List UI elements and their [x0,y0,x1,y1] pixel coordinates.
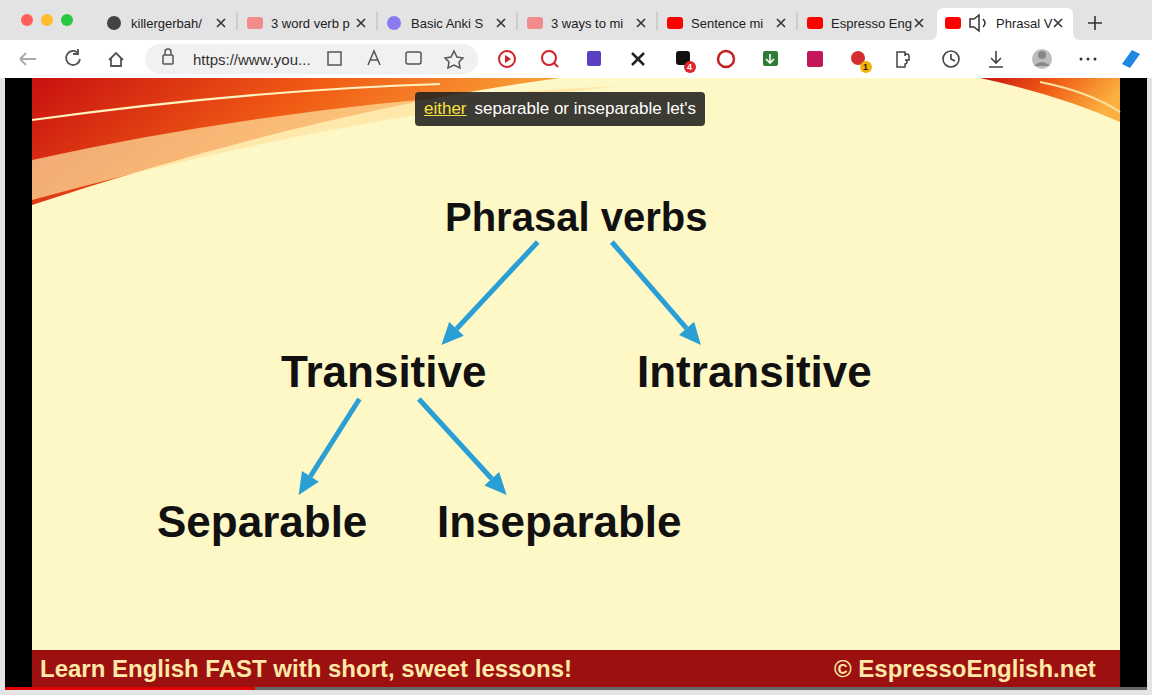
node-label: Intransitive [637,350,872,394]
banner-text: © EspressoEnglish.net [834,657,1096,681]
node-label: Transitive [281,350,486,394]
category-node: Transitive [281,350,486,394]
arrow-connector [419,399,507,495]
tab-title: 3 word verb p [271,17,350,30]
subtitle-box: either separable or inseparable let's [415,92,705,126]
tab-title: killergerbah/ [131,17,202,30]
banner-text: Learn English FAST with short, sweet les… [40,657,572,681]
node-label: Separable [157,500,367,544]
node-label: Inseparable [437,500,682,544]
subtitle-highlight: either [424,99,467,119]
badge-count: 4 [687,63,692,72]
node-label: Phrasal verbs [445,197,707,237]
tab-title: Phrasal V [996,17,1052,30]
tab-title: Espresso Eng [831,17,912,30]
tab-title: Basic Anki S [411,17,483,30]
category-node: Inseparable [437,500,682,544]
subtitle-text: separable or inseparable let's [475,99,697,119]
category-node: Intransitive [637,350,872,394]
badge-count: 1 [863,63,868,72]
arrow-connector [299,399,360,495]
category-node: Separable [157,500,367,544]
url-text: https://www.you... [193,52,311,67]
tab-title: Sentence mi [691,17,763,30]
arrow-connector [612,242,701,345]
tab-title: 3 ways to mi [551,17,623,30]
category-node: Phrasal verbs [445,197,707,237]
arrow-connector [441,242,537,345]
